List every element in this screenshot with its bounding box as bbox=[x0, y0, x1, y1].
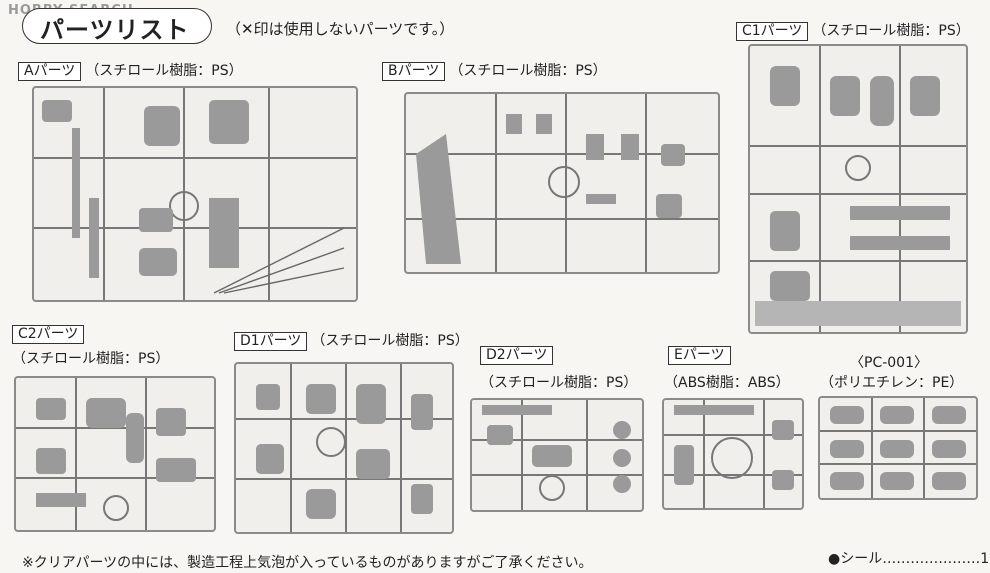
tag-c2: C2パーツ bbox=[12, 325, 85, 344]
tag-e: Eパーツ bbox=[668, 346, 731, 365]
label-d2-parts: D2パーツ bbox=[480, 346, 557, 365]
label-e-material: （ABS樹脂：ABS） bbox=[664, 375, 790, 391]
runner-c2 bbox=[14, 376, 216, 532]
runner-d1-drawing bbox=[236, 364, 452, 532]
tag-d1: D1パーツ bbox=[234, 332, 308, 351]
label-b-parts: Bパーツ（スチロール樹脂：PS） bbox=[382, 60, 607, 81]
runner-c2-drawing bbox=[16, 378, 214, 530]
label-d1-parts: D1パーツ（スチロール樹脂：PS） bbox=[234, 330, 469, 351]
runner-d2 bbox=[470, 398, 644, 512]
label-c2-material: （スチロール樹脂：PS） bbox=[12, 351, 170, 367]
unused-parts-note: （✕印は使用しないパーツです。） bbox=[226, 20, 455, 38]
material-a: （スチロール樹脂：PS） bbox=[85, 63, 243, 79]
runner-c1 bbox=[748, 44, 968, 334]
runner-a bbox=[32, 86, 358, 302]
runner-c1-drawing bbox=[750, 46, 966, 332]
label-pc-material: （ポリエチレン：PE） bbox=[820, 375, 964, 391]
runner-d1 bbox=[234, 362, 454, 534]
runner-e bbox=[662, 398, 804, 510]
runner-d2-drawing bbox=[472, 400, 642, 510]
material-c1: （スチロール樹脂：PS） bbox=[812, 23, 970, 39]
material-d1: （スチロール樹脂：PS） bbox=[311, 333, 469, 349]
title-frame bbox=[22, 8, 212, 44]
page-title: パーツリスト bbox=[40, 16, 190, 44]
seal-count: ●シール…………………1 bbox=[828, 551, 990, 567]
tag-c1: C1パーツ bbox=[736, 22, 809, 41]
tag-b: Bパーツ bbox=[382, 62, 446, 81]
material-b: （スチロール樹脂：PS） bbox=[449, 63, 607, 79]
label-c2-parts: C2パーツ bbox=[12, 325, 88, 344]
tag-d2: D2パーツ bbox=[480, 346, 554, 365]
runner-b bbox=[404, 92, 720, 274]
runner-b-drawing bbox=[406, 94, 718, 272]
label-e-parts: Eパーツ bbox=[668, 346, 735, 365]
runner-pc-001 bbox=[818, 396, 978, 500]
runner-e-drawing bbox=[664, 400, 802, 508]
label-pc-001: 〈PC-001〉 bbox=[850, 355, 928, 371]
runner-pc-drawing bbox=[820, 398, 976, 498]
label-d2-material: （スチロール樹脂：PS） bbox=[480, 375, 638, 391]
label-c1-parts: C1パーツ（スチロール樹脂：PS） bbox=[736, 20, 970, 41]
tag-a: Aパーツ bbox=[18, 62, 82, 81]
runner-a-drawing bbox=[34, 88, 356, 300]
clear-parts-note: ※クリアパーツの中には、製造工程上気泡が入っているものがありますがご了承ください… bbox=[22, 555, 593, 571]
label-a-parts: Aパーツ（スチロール樹脂：PS） bbox=[18, 60, 243, 81]
